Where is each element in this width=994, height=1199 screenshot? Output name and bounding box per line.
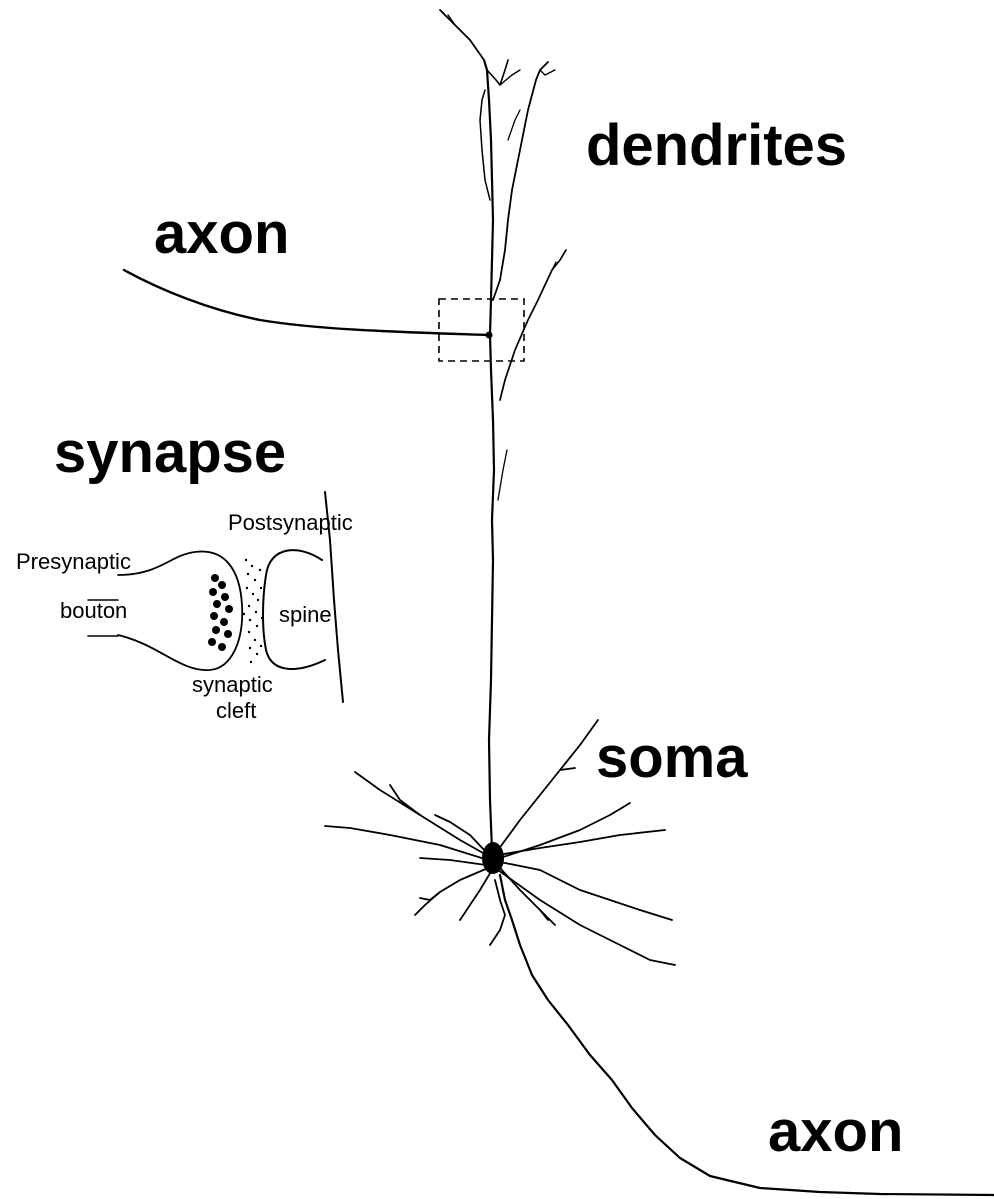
synapse-point: [486, 332, 493, 339]
label-presynaptic: Presynaptic: [16, 549, 131, 574]
label-postsynaptic: Postsynaptic: [228, 510, 353, 535]
label-axon-bottom: axon: [768, 1099, 903, 1164]
presynaptic-bouton-outline: [118, 552, 242, 671]
label-synaptic: synaptic: [192, 672, 273, 697]
synapse-highlight-box: [439, 299, 524, 361]
apical-dendrites: [440, 10, 566, 850]
label-axon-top: axon: [154, 201, 289, 266]
soma-body: [482, 842, 504, 874]
label-soma: soma: [596, 725, 748, 790]
label-synapse: synapse: [54, 420, 286, 485]
label-cleft: cleft: [216, 698, 256, 723]
incoming-axon: [124, 270, 488, 335]
label-spine: spine: [279, 602, 332, 627]
outgoing-axon: [500, 875, 994, 1195]
synaptic-cleft-dots: [243, 559, 263, 663]
synaptic-vesicles: [208, 574, 233, 651]
label-dendrites: dendrites: [586, 113, 847, 178]
label-bouton: bouton: [60, 598, 127, 623]
